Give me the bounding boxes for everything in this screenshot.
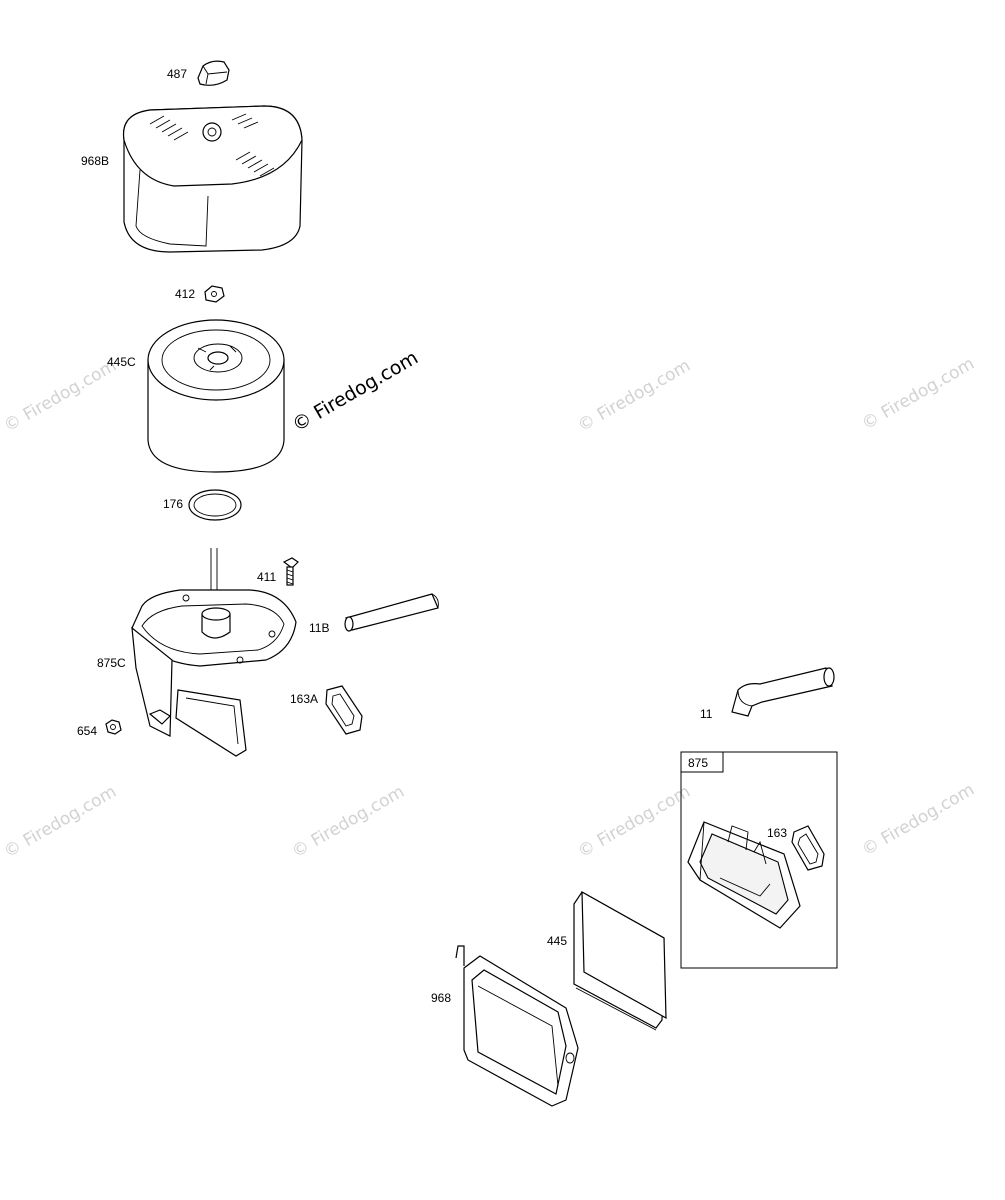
flat-filter-icon (573, 890, 667, 1031)
label-412: 412 (175, 287, 195, 301)
watermark-text: © Firedog.com (575, 782, 694, 863)
air-cleaner-cover-icon (455, 945, 579, 1107)
nut-icon (105, 719, 122, 735)
air-cleaner-cover-icon (122, 105, 303, 253)
watermark-text: © Firedog.com (1, 782, 120, 863)
tube-icon (344, 593, 439, 632)
air-cleaner-base-icon (687, 821, 801, 929)
label-411: 411 (257, 570, 276, 584)
label-968b: 968B (81, 154, 109, 168)
watermark-text: © Firedog.com (1, 356, 120, 437)
label-163: 163 (767, 826, 787, 840)
label-875c: 875C (97, 656, 126, 670)
cylindrical-filter-icon (147, 319, 285, 473)
seal-ring-icon (188, 489, 242, 521)
label-176: 176 (163, 497, 183, 511)
watermark-text: © Firedog.com (289, 782, 408, 863)
watermark-main: © Firedog.com (289, 347, 422, 437)
label-654: 654 (77, 724, 97, 738)
watermark-text: © Firedog.com (859, 780, 978, 861)
watermark-text: © Firedog.com (859, 354, 978, 435)
label-875: 875 (688, 756, 708, 770)
label-11b: 11B (309, 621, 329, 635)
air-cleaner-base-icon (131, 548, 297, 757)
tube-icon (731, 667, 835, 717)
label-11: 11 (700, 707, 713, 721)
label-445c: 445C (107, 355, 136, 369)
label-445: 445 (547, 934, 567, 948)
screw-icon (282, 557, 299, 586)
label-968: 968 (431, 991, 451, 1005)
gasket-icon (791, 825, 825, 871)
kit-box (680, 751, 838, 969)
nut-icon (204, 285, 225, 303)
label-487: 487 (167, 67, 187, 81)
label-163a: 163A (290, 692, 318, 706)
watermark-text: © Firedog.com (575, 356, 694, 437)
gasket-icon (325, 685, 363, 735)
knob-icon (197, 60, 230, 86)
